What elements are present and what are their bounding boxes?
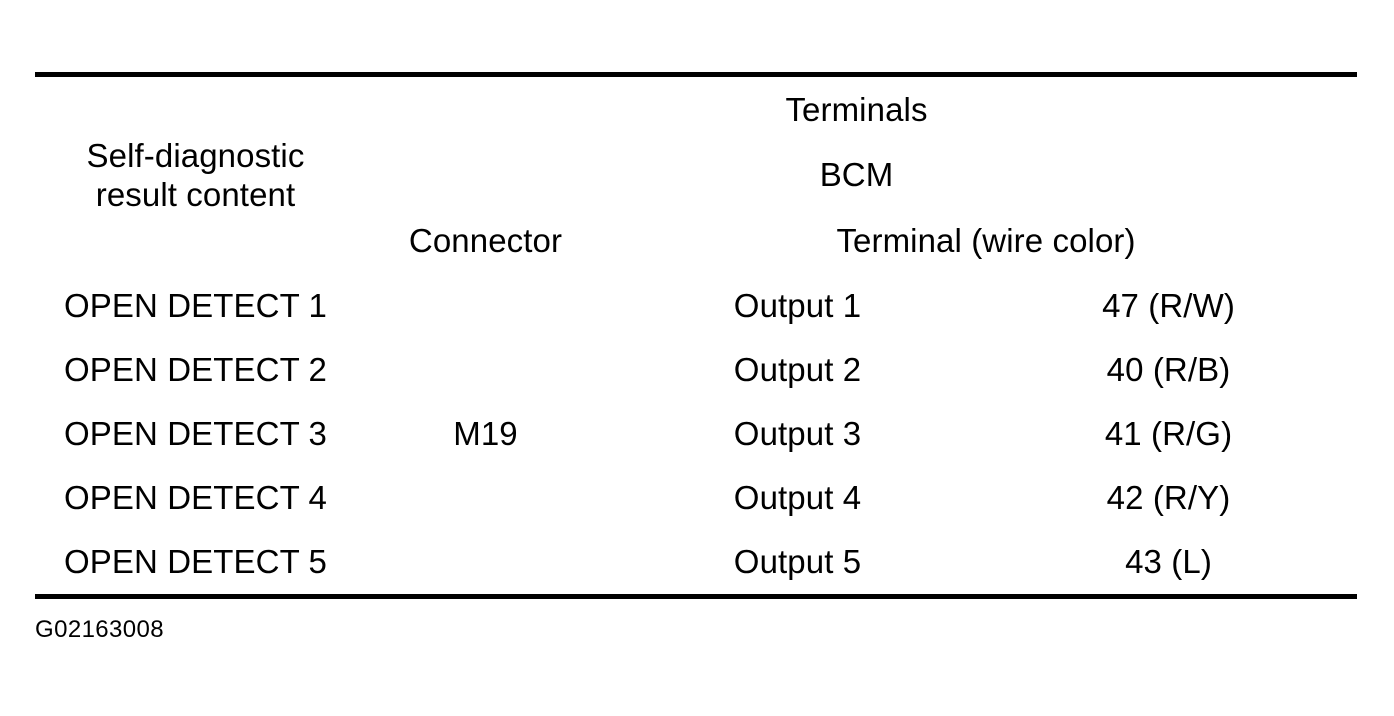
- cell-result-content: OPEN DETECT 1: [64, 286, 327, 324]
- cell-output: Output 1: [733, 286, 862, 324]
- table-row: OPEN DETECT 5 Output 5 43 (L): [35, 530, 1357, 597]
- cell-terminal-wire-color: 41 (R/G): [1104, 414, 1233, 452]
- header-row-subcolumns: Connector Terminal (wire color): [35, 208, 1357, 274]
- cell-terminal-wire-color: 43 (L): [1125, 542, 1212, 580]
- cell-result-content: OPEN DETECT 4: [64, 478, 327, 516]
- header-terminals: Terminals: [785, 90, 928, 128]
- cell-connector-m19: M19: [453, 414, 518, 452]
- header-row-bcm: BCM: [35, 143, 1357, 208]
- header-self-diagnostic-result-content: Self-diagnostic result content: [35, 75, 356, 275]
- header-terminal-wire-color: Terminal (wire color): [836, 221, 1136, 259]
- header-bcm: BCM: [819, 156, 894, 194]
- cell-terminal-wire-color: 42 (R/Y): [1106, 478, 1231, 516]
- cell-output: Output 4: [733, 478, 862, 516]
- table-row: OPEN DETECT 1 M19 Output 1 47 (R/W): [35, 274, 1357, 452]
- diagnostic-result-table: Self-diagnostic result content Terminals…: [35, 72, 1358, 599]
- cell-output: Output 5: [733, 542, 862, 580]
- table-row: OPEN DETECT 2 Output 2 40 (R/B): [35, 338, 1357, 402]
- header-connector: Connector: [408, 221, 563, 259]
- cell-result-content: OPEN DETECT 3: [64, 414, 327, 452]
- cell-output: Output 2: [733, 350, 862, 388]
- table-row: OPEN DETECT 4 Output 4 42 (R/Y): [35, 466, 1357, 530]
- cell-output: Output 3: [733, 414, 862, 452]
- cell-result-content: OPEN DETECT 5: [64, 542, 327, 580]
- cell-result-content: OPEN DETECT 2: [64, 350, 327, 388]
- header-self-diagnostic-line1: Self-diagnostic: [86, 136, 305, 174]
- figure-id-caption: G02163008: [35, 616, 165, 643]
- table-row: OPEN DETECT 3 Output 3 41 (R/G): [35, 402, 1357, 466]
- header-self-diagnostic-line2: result content: [95, 175, 296, 213]
- cell-terminal-wire-color: 47 (R/W): [1102, 286, 1235, 324]
- header-row-terminals: Self-diagnostic result content Terminals: [35, 75, 1357, 213]
- cell-terminal-wire-color: 40 (R/B): [1106, 350, 1231, 388]
